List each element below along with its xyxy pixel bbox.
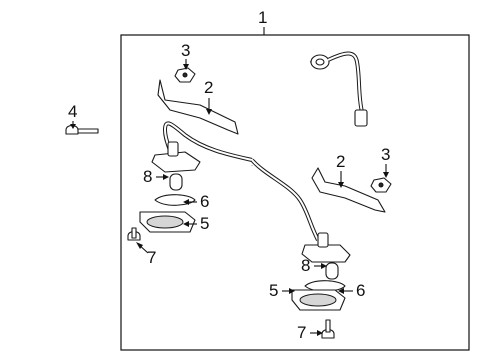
callout-8-upper: 8 [143, 167, 169, 186]
callout-4-label: 4 [68, 102, 77, 121]
callout-8-upper-label: 8 [143, 167, 152, 186]
callout-7-upper: 7 [136, 242, 156, 267]
callout-6-lower-label: 6 [356, 281, 365, 300]
wiring-harness [157, 51, 386, 241]
screw-7-upper [127, 227, 141, 241]
screw-7-lower [321, 319, 335, 339]
nut-right [370, 177, 392, 193]
callout-7-lower: 7 [297, 323, 323, 342]
callout-6-lower: 6 [338, 281, 365, 300]
callout-7-upper-label: 7 [147, 248, 156, 267]
lower-lamp-socket [301, 232, 351, 263]
assembly-frame [120, 34, 470, 351]
callout-2-upper: 2 [204, 78, 213, 115]
callout-3-right: 3 [381, 145, 390, 178]
lower-bulb [325, 262, 339, 280]
upper-housing [139, 211, 196, 233]
callout-1-label: 1 [258, 8, 267, 27]
callout-5-lower-label: 5 [269, 281, 278, 300]
screw-4 [65, 124, 99, 135]
upper-lamp-socket [151, 141, 201, 173]
callout-2-right-label: 2 [336, 152, 345, 171]
callout-3-upper: 3 [181, 41, 190, 70]
upper-bulb [169, 173, 183, 191]
callout-2-right: 2 [336, 152, 345, 188]
callout-5-upper-label: 5 [200, 214, 209, 233]
callout-1: 1 [258, 8, 267, 35]
callout-6-upper-label: 6 [200, 192, 209, 211]
callout-8-lower: 8 [301, 256, 327, 275]
callout-4: 4 [68, 102, 77, 129]
callout-8-lower-label: 8 [301, 256, 310, 275]
lower-housing [291, 289, 346, 311]
callout-7-lower-label: 7 [297, 323, 306, 342]
callout-5-lower: 5 [269, 281, 295, 300]
callout-3-upper-label: 3 [181, 41, 190, 60]
nut-upper-left [174, 67, 196, 83]
callout-5-upper: 5 [183, 214, 209, 233]
callout-6-upper: 6 [183, 192, 209, 211]
callout-3-right-label: 3 [381, 145, 390, 164]
callout-2-upper-label: 2 [204, 78, 213, 97]
